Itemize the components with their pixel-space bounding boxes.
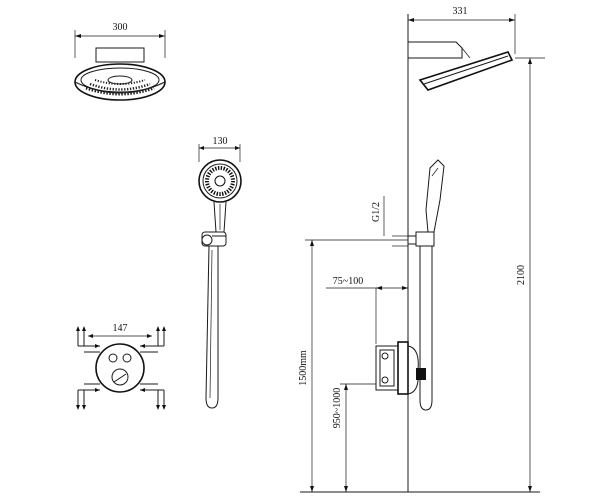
hand-shower-width-label: 130: [213, 136, 228, 147]
outlet-height-label: 1500mm: [298, 350, 309, 386]
hand-shower: 130: [198, 136, 242, 409]
side-elevation: 331 2100 G1/2 1500mm 75~100: [298, 6, 545, 493]
head-width-label: 300: [113, 22, 128, 33]
inlet-thread-label: G1/2: [371, 202, 382, 222]
projection-label: 331: [453, 6, 468, 17]
valve-width-label: 147: [113, 323, 128, 334]
overhead-shower-head: 300: [74, 22, 166, 101]
total-height-label: 2100: [516, 265, 527, 285]
valve-height-label: 950~1000: [332, 388, 343, 428]
valve-depth-label: 75~100: [333, 276, 363, 287]
valve-front-view: 147: [76, 323, 166, 410]
